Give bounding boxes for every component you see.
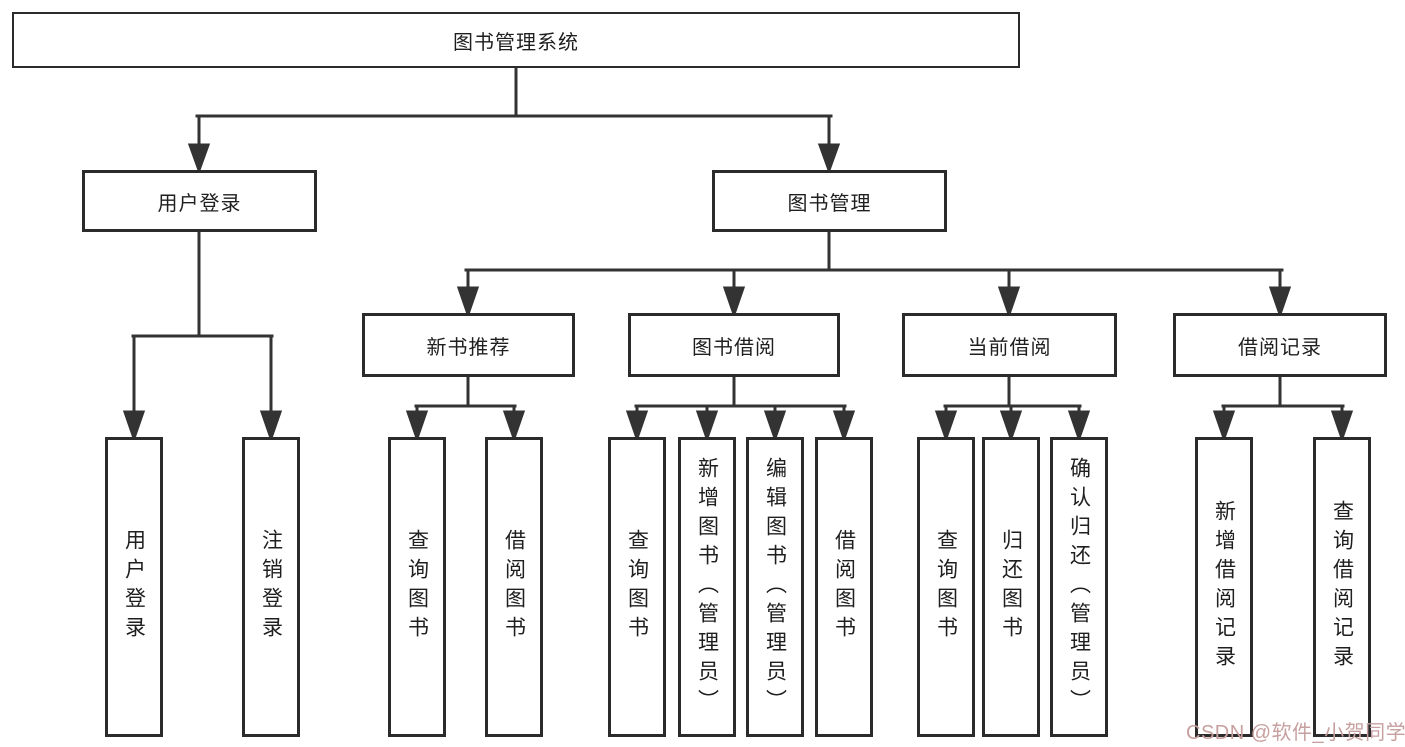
node-label: 借阅图书 <box>502 529 526 645</box>
node-label: 当前借阅 <box>967 336 1052 359</box>
leaf-borrow-query-books: 查询图书 <box>608 437 666 737</box>
node-label: 查询借阅记录 <box>1330 500 1354 674</box>
node-label: 图书管理系统 <box>453 31 579 54</box>
node-label: 确认归还（管理员） <box>1067 456 1091 718</box>
node-current-borrow: 当前借阅 <box>902 313 1117 377</box>
node-label: 归还图书 <box>999 529 1023 645</box>
connector-currentborrow-to-leaves <box>934 373 1091 443</box>
node-label: 查询图书 <box>934 529 958 645</box>
node-label: 查询图书 <box>405 529 429 645</box>
node-label: 用户登录 <box>157 192 242 215</box>
leaf-records-query-record: 查询借阅记录 <box>1313 437 1371 737</box>
connector-userlogin-to-leaves <box>122 230 283 443</box>
leaf-borrow-add-books-admin: 新增图书（管理员） <box>678 437 736 737</box>
leaf-borrow-edit-books-admin: 编辑图书（管理员） <box>746 437 804 737</box>
connector-bookborrow-to-leaves <box>625 373 856 443</box>
leaf-borrow-borrow-books: 借阅图书 <box>815 437 873 737</box>
leaf-current-return-books: 归还图书 <box>982 437 1040 737</box>
node-label: 查询图书 <box>625 529 649 645</box>
node-new-book-recommend: 新书推荐 <box>362 313 575 377</box>
node-label: 新增图书（管理员） <box>695 456 719 718</box>
node-user-login: 用户登录 <box>82 170 317 232</box>
connector-newbook-to-leaves <box>405 373 526 443</box>
node-book-borrow: 图书借阅 <box>628 313 840 377</box>
node-borrow-records: 借阅记录 <box>1173 313 1387 377</box>
leaf-records-add-record: 新增借阅记录 <box>1195 437 1253 737</box>
node-root-library-system: 图书管理系统 <box>12 12 1020 68</box>
leaf-user-login: 用户登录 <box>105 437 163 737</box>
leaf-newbook-borrow-books: 借阅图书 <box>485 437 543 737</box>
csdn-watermark: CSDN @软件_小贺同学 <box>1186 722 1405 744</box>
node-label: 编辑图书（管理员） <box>763 456 787 718</box>
leaf-current-confirm-return-admin: 确认归还（管理员） <box>1050 437 1108 737</box>
node-label: 图书管理 <box>787 192 872 215</box>
node-label: 借阅记录 <box>1238 336 1322 359</box>
connector-bookmgmt-to-level3 <box>456 230 1292 319</box>
connector-borrowrecords-to-leaves <box>1212 373 1354 443</box>
node-book-management: 图书管理 <box>712 170 947 232</box>
leaf-newbook-query-books: 查询图书 <box>388 437 446 737</box>
node-label: 借阅图书 <box>832 529 856 645</box>
leaf-logout: 注销登录 <box>242 437 300 737</box>
node-label: 新书推荐 <box>426 336 511 359</box>
node-label: 图书借阅 <box>692 336 776 359</box>
leaf-current-query-books: 查询图书 <box>917 437 975 737</box>
node-label: 用户登录 <box>122 529 146 645</box>
connector-root-to-level2 <box>187 66 841 175</box>
node-label: 注销登录 <box>259 529 283 645</box>
node-label: 新增借阅记录 <box>1212 500 1236 674</box>
